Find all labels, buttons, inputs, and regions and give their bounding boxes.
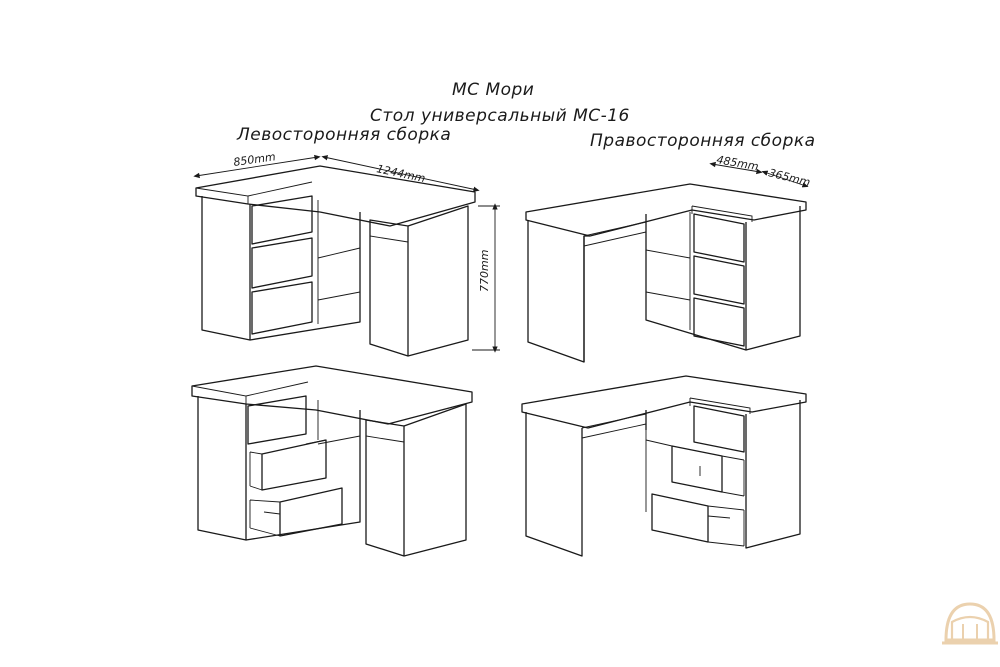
dim-485: 485mm (715, 153, 759, 173)
desk-right-closed (525, 183, 807, 363)
desk-left-closed (195, 165, 476, 357)
desk-right-open (521, 375, 807, 557)
right-assembly-label: Правосторонняя сборка (590, 131, 816, 151)
brand-title: МС Мори (452, 80, 535, 100)
dim-770: 770mm (478, 250, 491, 292)
dim-365: 365mm (767, 166, 811, 189)
dim-1244: 1244mm (375, 162, 426, 185)
desk-left-open (191, 365, 473, 557)
left-assembly-label: Левосторонняя сборка (237, 125, 452, 145)
right-dimensions: 485mm 365mm (709, 153, 812, 189)
dim-850: 850mm (233, 150, 277, 169)
dome-logo-icon (942, 602, 998, 645)
product-title: Стол универсальный МС-16 (370, 106, 630, 126)
